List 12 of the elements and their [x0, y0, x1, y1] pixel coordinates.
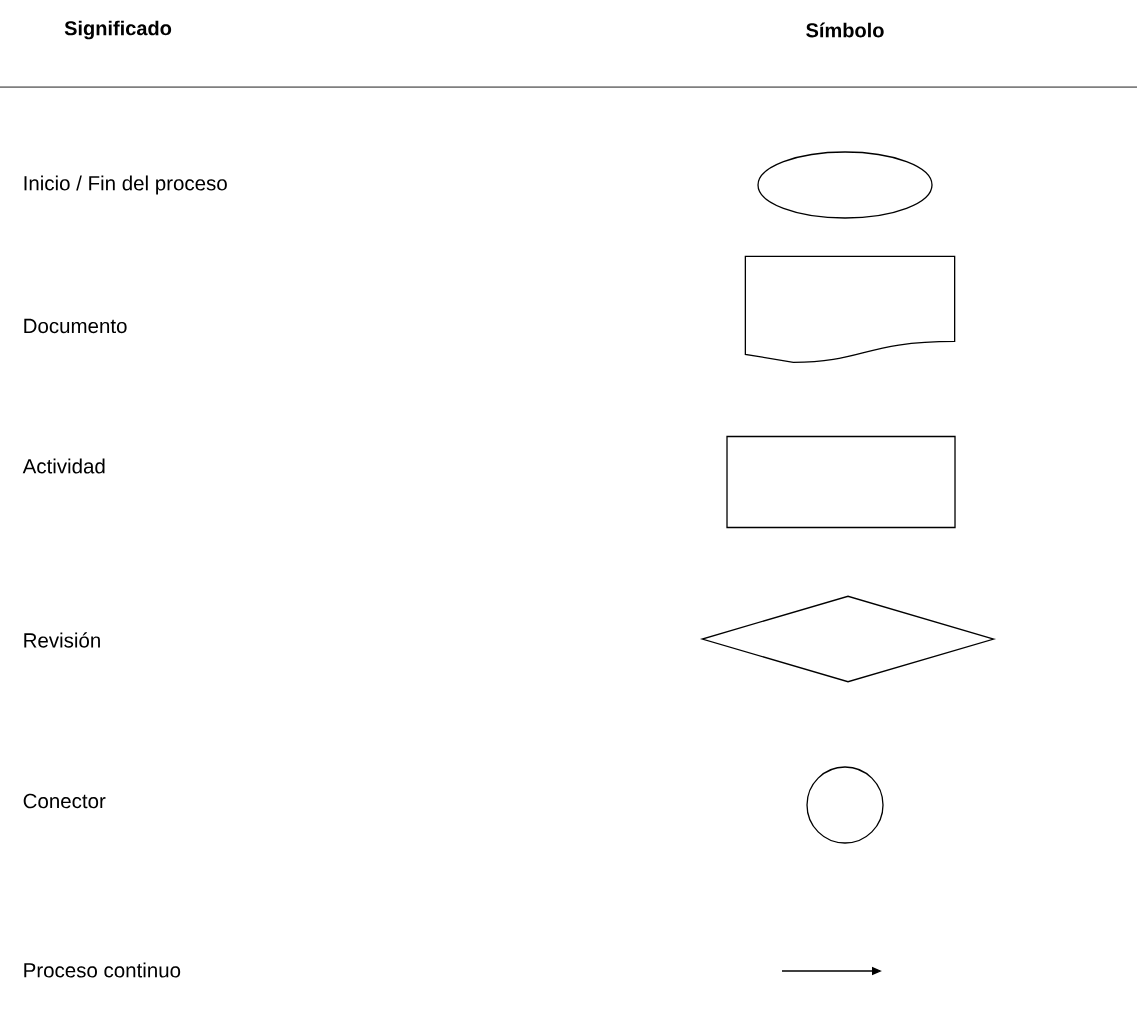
meaning-label: Revisión	[24, 632, 100, 648]
ellipse-symbol	[757, 151, 933, 219]
document-symbol	[744, 255, 956, 363]
column-heading: Símbolo	[806, 22, 884, 38]
meaning-label: Conector	[23, 793, 106, 809]
column-heading: Significado	[64, 20, 172, 40]
rectangle-symbol	[726, 435, 956, 529]
circle-symbol	[806, 766, 884, 844]
meaning-label: Proceso continuo	[24, 962, 181, 978]
meaning-label: Documento	[24, 318, 127, 334]
meaning-label: Inicio / Fin del proceso	[24, 175, 227, 195]
meaning-label: Actividad	[22, 458, 105, 474]
